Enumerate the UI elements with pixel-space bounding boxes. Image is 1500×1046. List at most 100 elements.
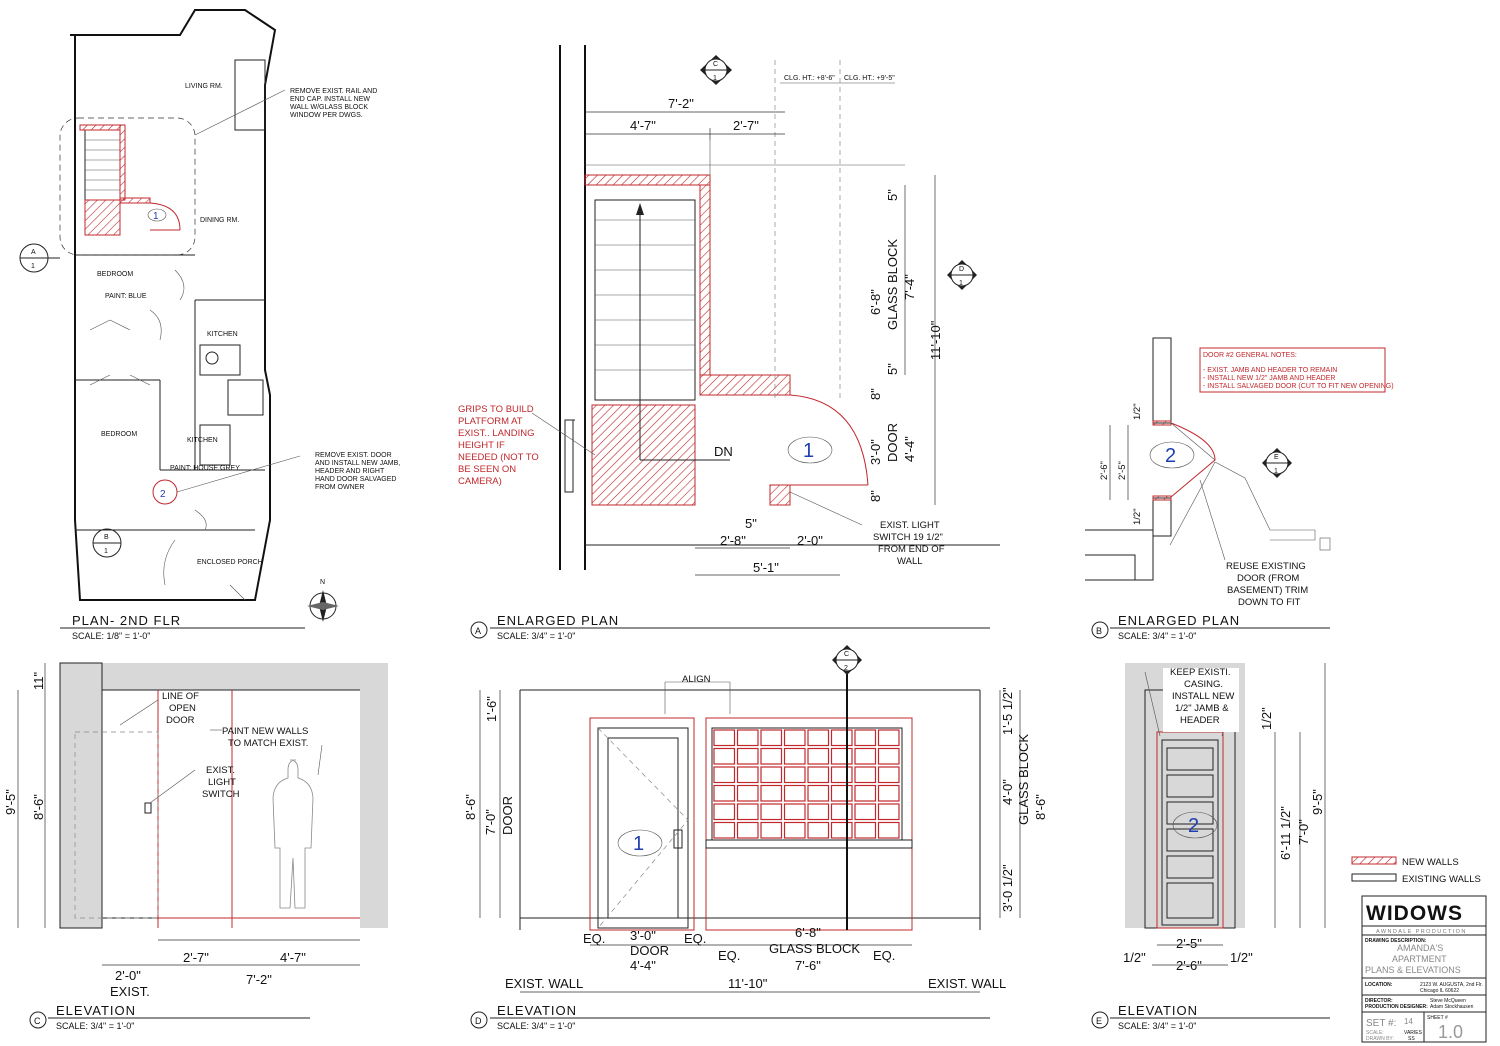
glass-block-unit — [877, 803, 900, 821]
section-tag-c2[interactable]: C 2 — [832, 645, 862, 675]
note-remove-rail: REMOVE EXIST. RAIL AND END CAP. INSTALL … — [290, 88, 379, 119]
glass-block-unit — [877, 821, 900, 839]
glass-block-unit — [736, 747, 759, 765]
dim-4-7: 4'-7" — [630, 118, 656, 133]
glass-block-unit — [807, 747, 830, 765]
svg-text:D: D — [959, 266, 964, 273]
dim-2-0-c: 2'-0" — [115, 968, 141, 983]
legend-existing-swatch — [1351, 873, 1397, 882]
dim-2-7-c: 2'-7" — [183, 950, 209, 965]
svg-text:C: C — [713, 61, 718, 68]
glass-block-unit — [877, 766, 900, 784]
door-2-marker: 2 — [1165, 445, 1176, 467]
room-bedroom-1: BEDROOM — [97, 271, 133, 278]
drawing-description: AMANDA'S APARTMENT PLANS & ELEVATIONS — [1365, 943, 1461, 975]
section-tag-d1[interactable]: D 1 — [947, 260, 977, 290]
dim-5-bot: 5" — [885, 363, 900, 375]
door-1-marker: 1 — [803, 440, 814, 462]
glass-block-unit — [807, 821, 830, 839]
dim-1-6: 1'-6" — [484, 696, 499, 722]
dim-4-4-d: 4'-4" — [630, 958, 656, 973]
dim-2-6-e: 2'-6" — [1176, 958, 1202, 973]
note-line-of-open-door: LINE OF OPEN DOOR — [162, 691, 202, 726]
svg-text:B: B — [104, 534, 109, 541]
drawn-value: SS — [1408, 1036, 1415, 1042]
plan-2nd-floor: 2 1 LIVING RM. DINING RM. BEDROOM PAINT:… — [19, 9, 400, 641]
dim-8-6-c: 8'-6" — [31, 794, 46, 820]
dim-7-6-d: 7'-6" — [795, 958, 821, 973]
dim-8-6-d-right: 8'-6" — [1033, 794, 1048, 820]
location-label: LOCATION: — [1365, 982, 1393, 988]
enlarged-plan-a: DN 1 CLG. HT.: +8'-6" CLG. HT.: +9'-5" C… — [458, 45, 1000, 641]
glass-block-unit — [760, 821, 783, 839]
dim-2-6-b: 2'-6" — [1099, 461, 1110, 480]
dim-2-5-b: 2'-5" — [1117, 461, 1128, 480]
glass-block-unit — [736, 821, 759, 839]
dim-7-0-d: 7'-0" — [483, 809, 498, 835]
section-tag-b[interactable]: B 1 — [92, 528, 122, 558]
glass-block-unit — [783, 729, 806, 747]
exist-wall-right: EXIST. WALL — [928, 976, 1006, 991]
glass-block-unit — [807, 803, 830, 821]
desc-label: DRAWING DESCRIPTION: — [1365, 938, 1427, 944]
glass-block-unit — [713, 766, 736, 784]
dim-6-11-half: 6'-11 1/2" — [1278, 806, 1293, 860]
note-grips: GRIPS TO BUILD PLATFORM AT EXIST.. LANDI… — [458, 404, 541, 487]
glass-block-unit — [760, 784, 783, 802]
svg-text:2: 2 — [844, 665, 848, 672]
pd-value: Adam Stockhausen — [1430, 1004, 1474, 1010]
glass-block-unit — [736, 766, 759, 784]
sheet-label: SHEET # — [1427, 1015, 1448, 1021]
glass-block-unit — [713, 729, 736, 747]
plan-marker-1: 1 — [153, 211, 159, 222]
location-value: 2123 W. AUGUSTA, 2nd Flr. Chicago IL 606… — [1420, 982, 1484, 994]
ceiling-height-1: CLG. HT.: +8'-6" — [784, 75, 835, 82]
dim-eq-3: EQ. — [718, 948, 740, 963]
glass-block-unit — [854, 821, 877, 839]
enlarged-plan-b-title: ENLARGED PLAN — [1118, 613, 1240, 628]
elevation-d-scale: SCALE: 3/4" = 1'-0" — [497, 1021, 575, 1031]
glass-block-unit — [877, 729, 900, 747]
enlarged-plan-a-scale: SCALE: 3/4" = 1'-0" — [497, 631, 575, 641]
room-kitchen: KITCHEN — [187, 437, 218, 444]
glass-block-unit — [783, 821, 806, 839]
room-paint-grey: PAINT: HOUSE GREY — [170, 465, 240, 472]
dim-3-0-d: 3'-0" — [630, 928, 656, 943]
glass-block-unit — [783, 803, 806, 821]
glass-block-unit — [713, 747, 736, 765]
dim-4-7-c: 4'-7" — [280, 950, 306, 965]
elevation-c-title: ELEVATION — [56, 1003, 136, 1018]
director-value: Steve McQueen — [1430, 998, 1466, 1004]
dim-half-bot: 1/2" — [1132, 508, 1143, 525]
dim-eq-4: EQ. — [873, 948, 895, 963]
dim-4-0: 4'-0" — [1000, 779, 1015, 805]
dim-2-7: 2'-7" — [733, 118, 759, 133]
section-tag-a[interactable]: A 1 — [19, 243, 60, 273]
plan-scale: SCALE: 1/8" = 1'-0" — [72, 631, 150, 641]
dim-11: 11" — [31, 672, 46, 690]
dim-half-e-right: 1/2" — [1259, 707, 1274, 730]
glass-block-unit — [807, 766, 830, 784]
legend-existing-walls: EXISTING WALLS — [1402, 874, 1481, 885]
glass-block-unit — [760, 803, 783, 821]
note-reuse-door: REUSE EXISTING DOOR (FROM BASEMENT) TRIM… — [1226, 561, 1311, 608]
elevation-d-title: ELEVATION — [497, 1003, 577, 1018]
dim-11-10-d: 11'-10" — [728, 976, 768, 991]
glass-block-unit — [807, 784, 830, 802]
dim-7-2: 7'-2" — [668, 96, 694, 111]
dim-half-e-left: 1/2" — [1123, 950, 1146, 965]
dim-door-label: DOOR — [885, 423, 900, 462]
enlarged-plan-a-title: ENLARGED PLAN — [497, 613, 619, 628]
director-label: DIRECTOR: — [1365, 998, 1393, 1004]
section-tag-e1[interactable]: E 1 — [1262, 448, 1292, 478]
elevation-e-scale: SCALE: 3/4" = 1'-0" — [1118, 1021, 1196, 1031]
title-block: WIDOWS AWNDALE PRODUCTION DRAWING DESCRI… — [1361, 895, 1487, 1043]
dim-7-4: 7'-4" — [902, 274, 917, 300]
section-tag-c1[interactable]: C 1 — [700, 55, 732, 85]
dim-eq-2: EQ. — [684, 931, 706, 946]
dim-8-top: 8" — [868, 388, 883, 400]
dim-3-0: 3'-0" — [868, 439, 883, 465]
dim-6-8: 6'-8" — [868, 289, 883, 315]
glass-block-unit — [783, 784, 806, 802]
note-exist-light-switch: EXIST. LIGHT SWITCH — [202, 765, 240, 800]
